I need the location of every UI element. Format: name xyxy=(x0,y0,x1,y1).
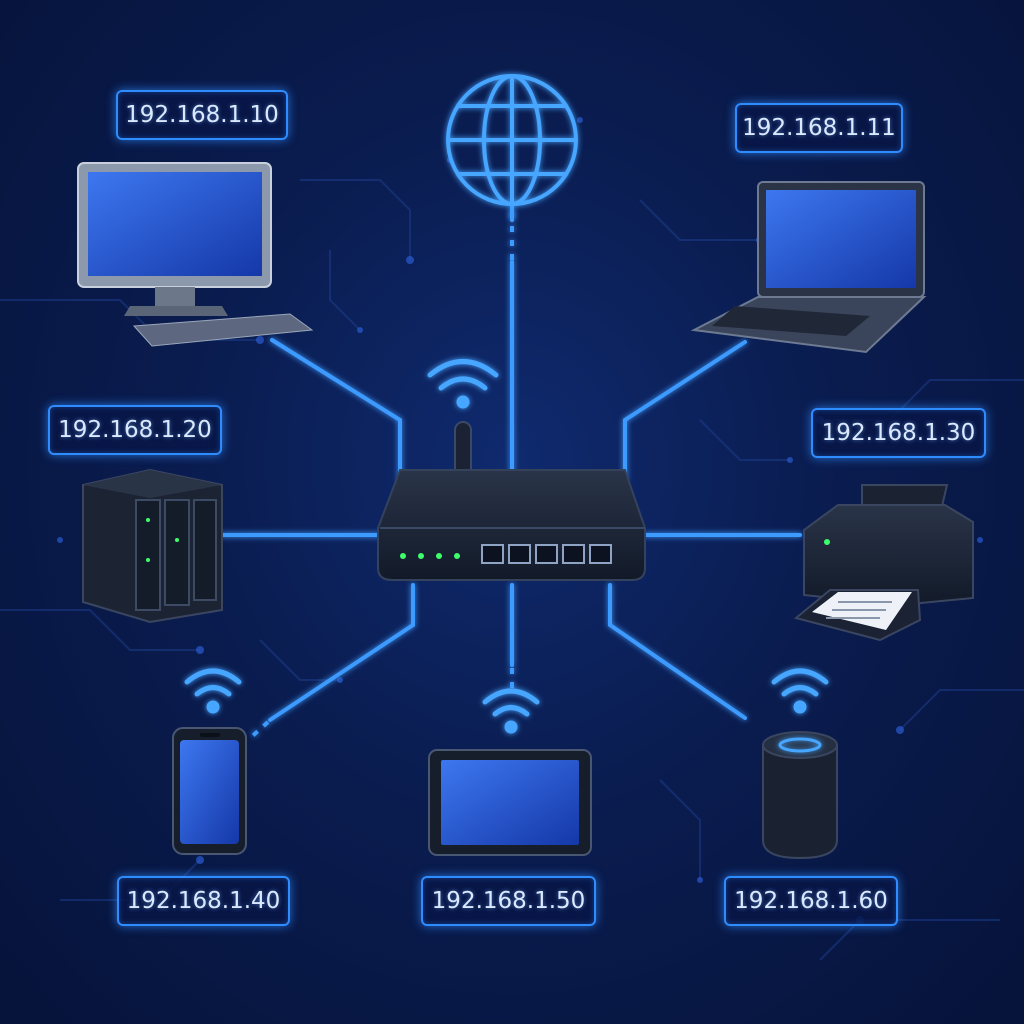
link-desktop xyxy=(270,338,402,482)
ip-label-speaker: 192.168.1.60 xyxy=(724,876,898,926)
globe-icon xyxy=(446,74,578,206)
wifi-router-icon xyxy=(427,359,499,409)
wifi-tablet-icon xyxy=(482,688,540,734)
ip-label-nas: 192.168.1.20 xyxy=(48,405,222,455)
circuit-background xyxy=(0,179,1024,961)
desktop-computer-icon xyxy=(77,162,314,347)
router-leds xyxy=(400,553,460,559)
link-laptop xyxy=(623,340,747,482)
ip-label-desktop: 192.168.1.10 xyxy=(116,90,288,140)
ip-label-laptop: 192.168.1.11 xyxy=(735,103,903,153)
laptop-icon xyxy=(690,181,927,354)
link-speaker xyxy=(608,583,747,720)
nas-server-icon xyxy=(82,468,223,624)
wifi-phone-icon xyxy=(184,668,242,714)
smart-speaker-icon xyxy=(762,731,838,860)
dashed-links xyxy=(246,212,514,742)
printer-icon xyxy=(793,484,974,642)
smartphone-icon xyxy=(172,727,247,855)
ip-label-tablet: 192.168.1.50 xyxy=(421,876,596,926)
ip-label-phone: 192.168.1.40 xyxy=(117,876,290,926)
link-phone xyxy=(268,583,415,722)
wifi-speaker-icon xyxy=(771,668,829,714)
router-icon xyxy=(377,421,646,581)
connection-lines xyxy=(220,203,802,722)
router-ports xyxy=(481,544,612,564)
tablet-icon xyxy=(428,749,592,856)
ip-label-printer: 192.168.1.30 xyxy=(811,408,986,458)
